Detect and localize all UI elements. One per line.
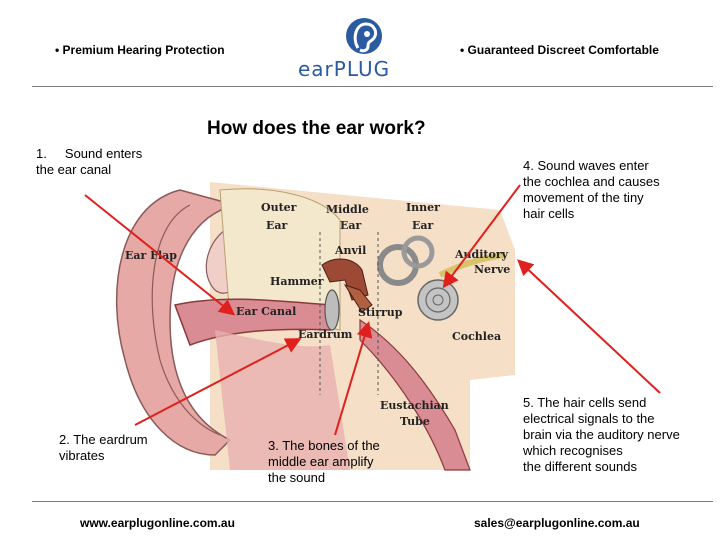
label-inner: Inner — [406, 201, 440, 214]
label-eustachian: Eustachian — [380, 399, 449, 412]
note-4-line4: hair cells — [523, 206, 575, 221]
arrow-5 — [517, 259, 661, 394]
note-3: 3. The bones of the middle ear amplify t… — [268, 438, 380, 486]
arrow-2 — [134, 338, 302, 426]
note-4: 4. Sound waves enter the cochlea and cau… — [523, 158, 660, 222]
label-anvil: Anvil — [334, 244, 366, 257]
note-1: 1. Sound enters the ear canal — [36, 146, 142, 178]
label-middle: Middle — [326, 203, 369, 216]
note-5-line4: which recognises — [523, 443, 623, 458]
label-cochlea: Cochlea — [452, 330, 501, 343]
svg-text:earPLUG: earPLUG — [298, 57, 390, 81]
label-stirrup: Stirrup — [358, 306, 403, 319]
note-3-line3: the sound — [268, 470, 326, 485]
header-divider — [32, 86, 713, 87]
header-feature-left: • Premium Hearing Protection — [55, 43, 225, 57]
note-1-line2: the ear canal — [36, 162, 112, 177]
label-inner-ear: Ear — [412, 219, 434, 232]
label-middle-ear: Ear — [340, 219, 362, 232]
note-5-line3: brain via the auditory nerve — [523, 427, 680, 442]
page-title: How does the ear work? — [207, 118, 426, 139]
footer-email-link[interactable]: sales@earplugonline.com.au — [474, 516, 640, 530]
header-feature-right: • Guaranteed Discreet Comfortable — [460, 43, 659, 57]
note-3-line2: middle ear amplify — [268, 454, 374, 469]
note-2: 2. The eardrum vibrates — [59, 432, 148, 464]
note-2-line1: 2. The eardrum — [59, 432, 148, 447]
arrow-1 — [84, 194, 236, 316]
label-eardrum: Eardrum — [298, 328, 353, 341]
note-5-line2: electrical signals to the — [523, 411, 655, 426]
label-ear-canal: Ear Canal — [236, 305, 296, 318]
note-5-line1: 5. The hair cells send — [523, 395, 647, 410]
note-5: 5. The hair cells send electrical signal… — [523, 395, 680, 475]
note-4-line3: movement of the tiny — [523, 190, 644, 205]
label-outer-ear: Ear — [266, 219, 288, 232]
label-outer: Outer — [261, 201, 297, 214]
label-ear-flap: Ear Flap — [125, 249, 177, 262]
label-nerve: Nerve — [474, 263, 510, 276]
label-hammer: Hammer — [270, 275, 324, 288]
arrow-3 — [334, 321, 373, 436]
note-4-line2: the cochlea and causes — [523, 174, 660, 189]
footer-website-link[interactable]: www.earplugonline.com.au — [80, 516, 235, 530]
footer-divider — [32, 501, 713, 502]
note-1-line1: 1. Sound enters — [36, 146, 143, 161]
note-4-line1: 4. Sound waves enter — [523, 158, 649, 173]
label-tube: Tube — [400, 415, 430, 428]
arrow-4 — [442, 184, 521, 289]
note-5-line5: the different sounds — [523, 459, 637, 474]
label-auditory: Auditory — [454, 248, 509, 261]
note-2-line2: vibrates — [59, 448, 105, 463]
note-3-line1: 3. The bones of the — [268, 438, 380, 453]
earplug-logo: earPLUG — [288, 8, 438, 82]
